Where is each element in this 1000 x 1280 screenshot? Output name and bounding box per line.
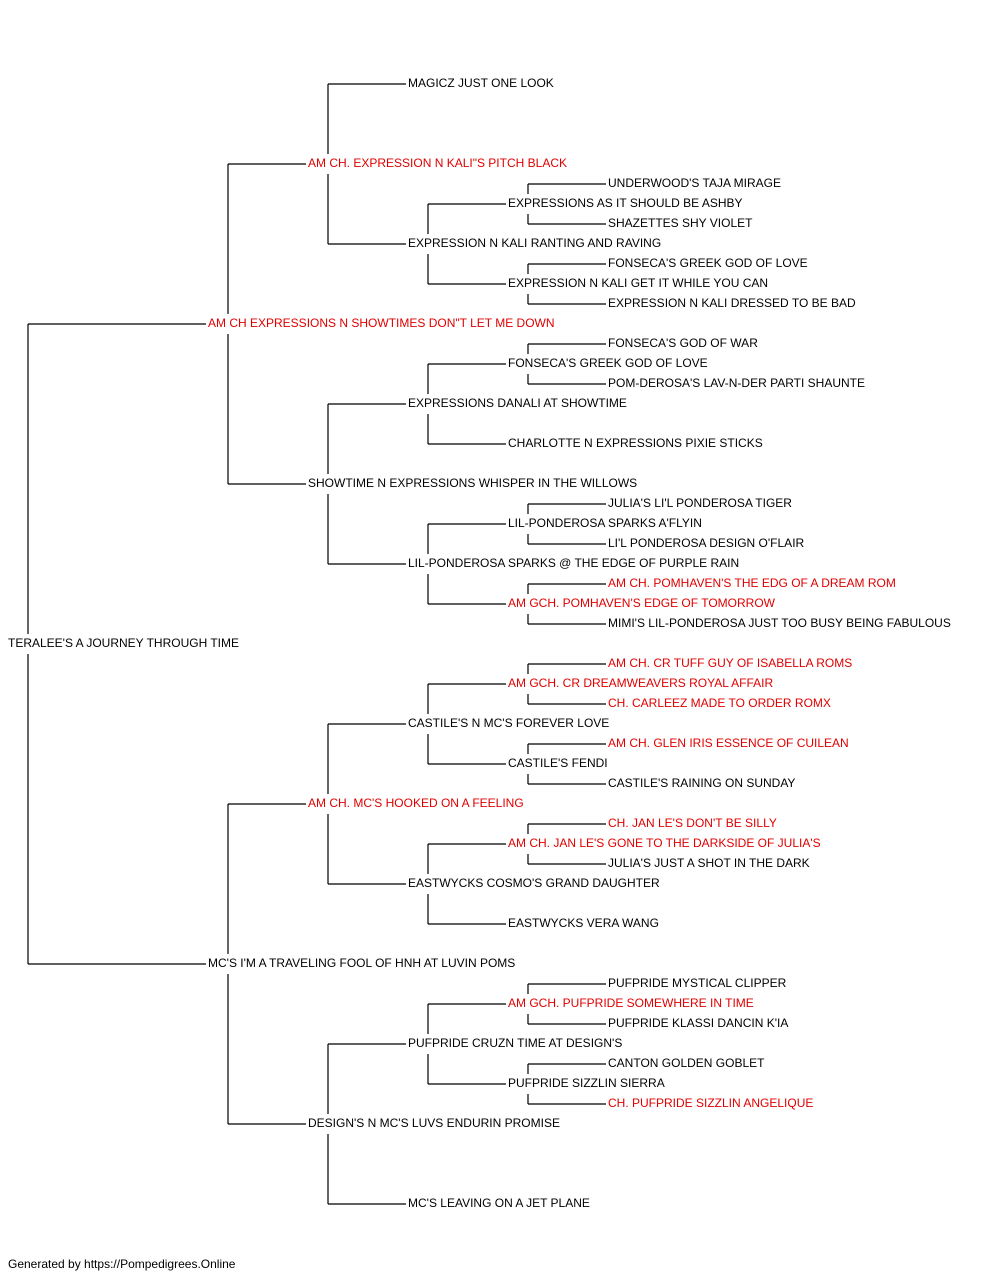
dog-name-dam-dam: DESIGN'S N MC'S LUVS ENDURIN PROMISE (308, 1116, 560, 1130)
dog-name-sire-dam-sire-sire-dam: POM-DEROSA'S LAV-N-DER PARTI SHAUNTE (608, 376, 865, 390)
dog-name-sire-sire-dam-sire-sire: UNDERWOOD'S TAJA MIRAGE (608, 176, 781, 190)
dog-name-sire-dam-sire-dam: CHARLOTTE N EXPRESSIONS PIXIE STICKS (508, 436, 763, 450)
dog-name-dam-sire: AM CH. MC'S HOOKED ON A FEELING (308, 796, 524, 810)
dog-name-dam-sire-sire-dam-dam: CASTILE'S RAINING ON SUNDAY (608, 776, 795, 790)
dog-name-sire-dam-sire: EXPRESSIONS DANALI AT SHOWTIME (408, 396, 627, 410)
dog-name-dam-sire-dam-dam: EASTWYCKS VERA WANG (508, 916, 659, 930)
dog-name-dam-sire-sire-sire-sire: AM CH. CR TUFF GUY OF ISABELLA ROMS (608, 656, 852, 670)
dog-name-dam: MC'S I'M A TRAVELING FOOL OF HNH AT LUVI… (208, 956, 515, 970)
dog-name-dam-sire-sire-sire-dam: CH. CARLEEZ MADE TO ORDER ROMX (608, 696, 831, 710)
dog-name-sire-dam-dam-sire: LIL-PONDEROSA SPARKS A'FLYIN (508, 516, 702, 530)
dog-name-sire-dam-dam-sire-dam: LI'L PONDEROSA DESIGN O'FLAIR (608, 536, 805, 550)
pedigree-name-labels: TERALEE'S A JOURNEY THROUGH TIME AM CH EX… (8, 76, 951, 1210)
dog-name-sire-dam-dam: LIL-PONDEROSA SPARKS @ THE EDGE OF PURPL… (408, 556, 739, 570)
dog-name-sire-dam-dam-dam-sire: AM CH. POMHAVEN'S THE EDG OF A DREAM ROM (608, 576, 896, 590)
dog-name-root: TERALEE'S A JOURNEY THROUGH TIME (8, 636, 239, 650)
dog-name-dam-sire-dam: EASTWYCKS COSMO'S GRAND DAUGHTER (408, 876, 660, 890)
generated-by-footer: Generated by https://Pompedigrees.Online (8, 1257, 236, 1271)
dog-name-sire-dam-dam-sire-sire: JULIA'S LI'L PONDEROSA TIGER (608, 496, 792, 510)
dog-name-dam-sire-dam-sire-sire: CH. JAN LE'S DON'T BE SILLY (608, 816, 777, 830)
dog-name-sire-sire-dam-dam-dam: EXPRESSION N KALI DRESSED TO BE BAD (608, 296, 856, 310)
dog-name-dam-dam-sire-dam-sire: CANTON GOLDEN GOBLET (608, 1056, 765, 1070)
dog-name-dam-sire-sire-sire: AM GCH. CR DREAMWEAVERS ROYAL AFFAIR (508, 676, 773, 690)
dog-name-sire-sire-dam-sire: EXPRESSIONS AS IT SHOULD BE ASHBY (508, 196, 743, 210)
dog-name-dam-dam-sire-sire-dam: PUFPRIDE KLASSI DANCIN K'IA (608, 1016, 788, 1030)
dog-name-dam-dam-sire-dam: PUFPRIDE SIZZLIN SIERRA (508, 1076, 665, 1090)
dog-name-sire-dam-dam-dam: AM GCH. POMHAVEN'S EDGE OF TOMORROW (508, 596, 776, 610)
dog-name-dam-dam-sire-sire: AM GCH. PUFPRIDE SOMEWHERE IN TIME (508, 996, 754, 1010)
dog-name-dam-dam-sire-dam-dam: CH. PUFPRIDE SIZZLIN ANGELIQUE (608, 1096, 813, 1110)
dog-name-dam-sire-dam-sire-dam: JULIA'S JUST A SHOT IN THE DARK (608, 856, 810, 870)
dog-name-sire-dam: SHOWTIME N EXPRESSIONS WHISPER IN THE WI… (308, 476, 637, 490)
dog-name-dam-dam-dam: MC'S LEAVING ON A JET PLANE (408, 1196, 590, 1210)
dog-name-dam-sire-dam-sire: AM CH. JAN LE'S GONE TO THE DARKSIDE OF … (508, 836, 821, 850)
dog-name-sire-sire-dam-dam-sire: FONSECA'S GREEK GOD OF LOVE (608, 256, 808, 270)
dog-name-dam-sire-sire: CASTILE'S N MC'S FOREVER LOVE (408, 716, 609, 730)
dog-name-sire-dam-sire-sire: FONSECA'S GREEK GOD OF LOVE (508, 356, 708, 370)
dog-name-sire-sire-dam: EXPRESSION N KALI RANTING AND RAVING (408, 236, 661, 250)
dog-name-sire-sire: AM CH. EXPRESSION N KALI"S PITCH BLACK (308, 156, 567, 170)
dog-name-dam-sire-sire-dam-sire: AM CH. GLEN IRIS ESSENCE OF CUILEAN (608, 736, 849, 750)
dog-name-sire-sire-dam-sire-dam: SHAZETTES SHY VIOLET (608, 216, 753, 230)
dog-name-sire-dam-sire-sire-sire: FONSECA'S GOD OF WAR (608, 336, 758, 350)
pedigree-connector-lines (27, 83, 606, 1205)
dog-name-sire-sire-sire: MAGICZ JUST ONE LOOK (408, 76, 554, 90)
dog-name-dam-dam-sire: PUFPRIDE CRUZN TIME AT DESIGN'S (408, 1036, 622, 1050)
dog-name-sire: AM CH EXPRESSIONS N SHOWTIMES DON"T LET … (208, 316, 555, 330)
dog-name-dam-sire-sire-dam: CASTILE'S FENDI (508, 756, 608, 770)
dog-name-sire-sire-dam-dam: EXPRESSION N KALI GET IT WHILE YOU CAN (508, 276, 768, 290)
dog-name-dam-dam-sire-sire-sire: PUFPRIDE MYSTICAL CLIPPER (608, 976, 787, 990)
dog-name-sire-dam-dam-dam-dam: MIMI'S LIL-PONDEROSA JUST TOO BUSY BEING… (608, 616, 951, 630)
